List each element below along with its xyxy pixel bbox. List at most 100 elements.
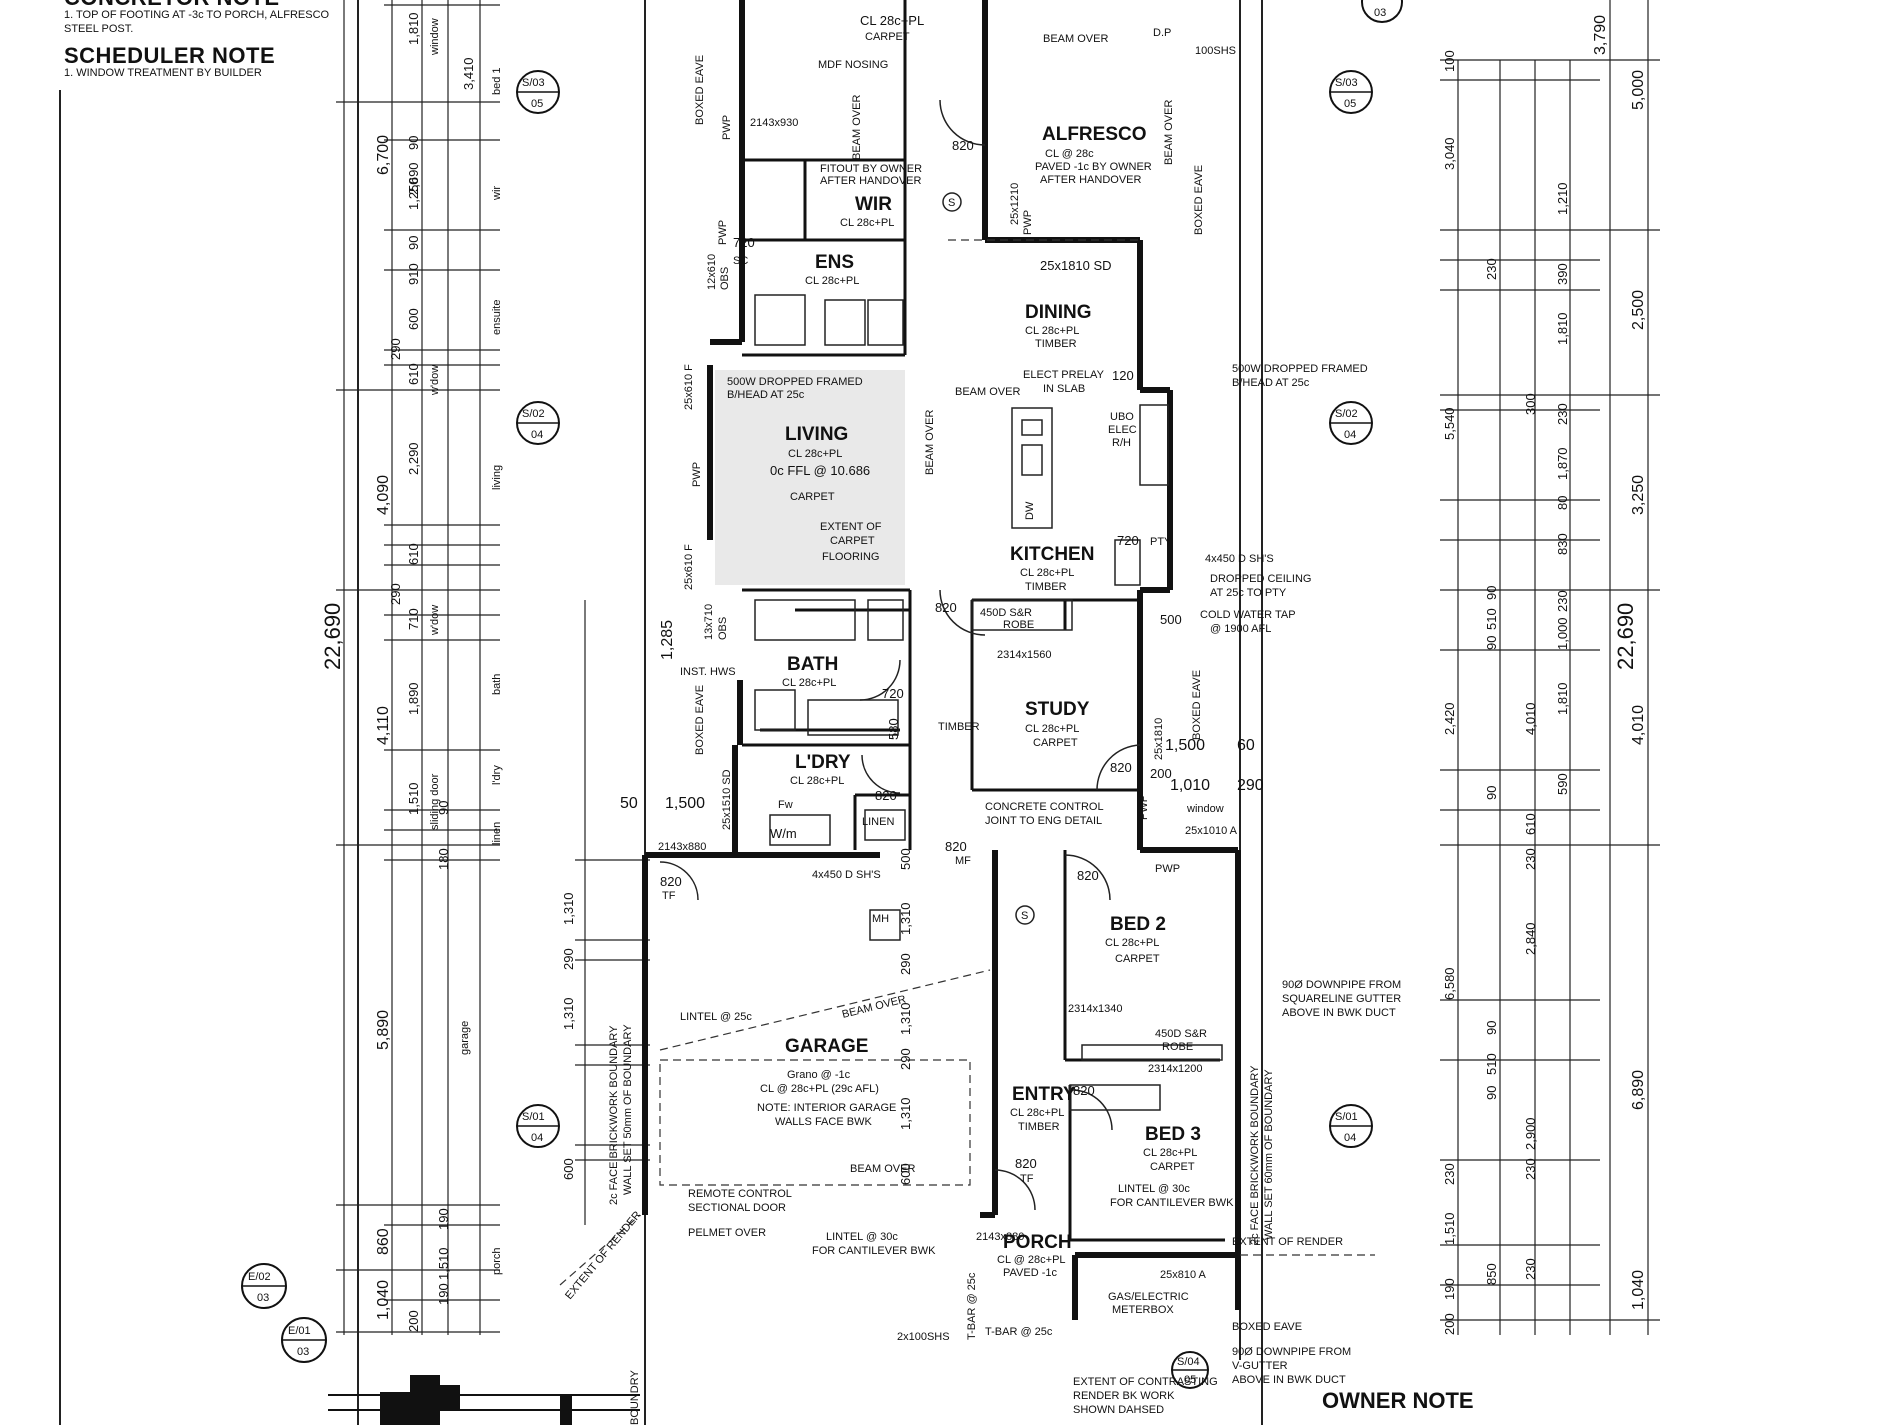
section-marker-bot: 03 <box>257 1292 269 1304</box>
section-marker: S/02 04 <box>516 401 560 445</box>
dim-lm: 1,810 <box>406 12 421 45</box>
wir-name: WIR <box>855 194 892 215</box>
dim-rm: 610 <box>1523 813 1538 835</box>
left-dimension-ticks <box>336 4 650 1333</box>
dim-rm: 2,900 <box>1523 1117 1538 1150</box>
bh-right-1: 500W DROPPED FRAMED <box>1232 363 1368 375</box>
mh-label: MH <box>872 913 889 925</box>
extent-carpet-2: CARPET <box>830 535 875 547</box>
dim-rm: 230 <box>1442 1163 1457 1185</box>
dim-lm: 610 <box>406 363 421 385</box>
dim-left-b: 4,090 <box>375 475 392 515</box>
dim-rm: 5,540 <box>1442 407 1457 440</box>
dim-plan: 200 <box>1150 766 1172 781</box>
living-ffl: 0c FFL @ 10.686 <box>770 463 870 478</box>
dim-rm: 100 <box>1442 50 1457 72</box>
door-720-ens: 720 <box>733 235 755 250</box>
beam-over-alfresco-v: BEAM OVER <box>1163 100 1175 165</box>
bed2-ceiling: CL 28c+PL <box>1105 937 1159 949</box>
section-marker-bot: 04 <box>531 1132 543 1144</box>
dim-rm: 1,210 <box>1555 182 1570 215</box>
dim-120: 120 <box>1112 368 1134 383</box>
door-820-bed3: 820 <box>1073 1083 1095 1098</box>
dim-rm: 80 <box>1555 496 1570 510</box>
dim-rm: 2,840 <box>1523 922 1538 955</box>
dim-right-b: 5,000 <box>1630 70 1647 110</box>
door-820-linen: 820 <box>875 788 897 803</box>
tf-porch: TF <box>1020 1173 1034 1185</box>
study-floor: CARPET <box>1033 737 1078 749</box>
dim-lm: 1,310 <box>561 997 576 1030</box>
dim-rm: 1,000 <box>1555 617 1570 650</box>
scheduler-note-title: SCHEDULER NOTE <box>64 43 276 68</box>
dim-gar: 290 <box>898 953 913 975</box>
bed2-floor: CARPET <box>1115 953 1160 965</box>
section-marker: S/04 05 <box>1171 1351 1209 1389</box>
rh-label: R/H <box>1112 437 1131 449</box>
dim-label-li: porch <box>491 1247 503 1275</box>
wir-window: 2143x930 <box>750 117 798 129</box>
dim-lm: 1,310 <box>561 892 576 925</box>
porch-window: 25x810 A <box>1160 1269 1207 1281</box>
control-joint-2: JOINT TO ENG DETAIL <box>985 815 1102 827</box>
beam-over-living: BEAM OVER <box>955 386 1020 398</box>
garage-ceiling: CL @ 28c+PL (29c AFL) <box>760 1083 879 1095</box>
alfresco-sd: 25x1810 SD <box>1040 258 1112 273</box>
dw-label: DW <box>1024 501 1036 520</box>
ens-ceiling: CL 28c+PL <box>805 275 859 287</box>
dim-rm: 230 <box>1484 258 1499 280</box>
right-dimension-lines <box>1457 0 1649 1335</box>
bh-right-2: B/HEAD AT 25c <box>1232 377 1310 389</box>
ens-window: 12x610 <box>706 254 718 290</box>
dim-rm: 850 <box>1484 1263 1499 1285</box>
wir-note1: FITOUT BY OWNER <box>820 163 922 175</box>
downpipe-b-3: ABOVE IN BWK DUCT <box>1232 1374 1346 1386</box>
wir-ceiling: CL 28c+PL <box>840 217 894 229</box>
section-marker-top: E/02 <box>248 1271 271 1283</box>
boundary-left-1: 2c FACE BRICKWORK BOUNDARY <box>608 1025 620 1205</box>
dim-580: 580 <box>886 718 901 740</box>
dim-gar: 600 <box>898 1163 913 1185</box>
pelmet-over: PELMET OVER <box>688 1227 766 1239</box>
dim-lm: 290 <box>561 948 576 970</box>
garage-door-size: 2143x880 <box>658 841 706 853</box>
section-marker: E/01 03 <box>281 1317 327 1363</box>
dim-rm: 830 <box>1555 533 1570 555</box>
boundry-label: BOUNDRY <box>629 1370 641 1425</box>
alfresco-note: AFTER HANDOVER <box>1040 174 1142 186</box>
bh-left-1: 500W DROPPED FRAMED <box>727 376 863 388</box>
left-dimension-lines <box>343 0 586 1335</box>
shs-kitchen: 4x450 D SH'S <box>1205 553 1274 565</box>
dim-label-li: bed 1 <box>491 67 503 95</box>
beam-over-alfresco: BEAM OVER <box>1043 33 1108 45</box>
dim-lm: 1,250 <box>406 177 421 210</box>
section-marker-bot: 05 <box>1184 1374 1196 1386</box>
beam-over-living-v: BEAM OVER <box>924 410 936 475</box>
robe-bed2-1: 450D S&R <box>1155 1028 1207 1040</box>
dim-label-li: linen <box>491 822 503 845</box>
dim-lm: 1,510 <box>406 782 421 815</box>
door-720-pty: 720 <box>1117 533 1139 548</box>
alfresco-floor: PAVED -1c BY OWNER <box>1035 161 1152 173</box>
section-marker-bot: 03 <box>297 1346 309 1358</box>
downpipe-1: 90Ø DOWNPIPE FROM <box>1282 979 1401 991</box>
contrast-render-3: SHOWN DAHSED <box>1073 1404 1164 1416</box>
dim-lm: 290 <box>388 583 403 605</box>
timber-hall: TIMBER <box>938 721 980 733</box>
overall-dimensions: 22,690 22,690 6,700 4,090 4,110 5,890 86… <box>320 15 1647 1320</box>
dim-rm: 1,510 <box>1442 1212 1457 1245</box>
section-marker-bot: 04 <box>531 429 543 441</box>
left-mid-dimensions: 1,810 3,410 90 2,690 1,250 90 910 600 29… <box>388 12 576 1332</box>
boundary-left-2: WALL SET 50mm OF BOUNDARY <box>622 1024 634 1195</box>
section-marker-bot: 04 <box>1344 1132 1356 1144</box>
internal-walls <box>742 0 1225 1242</box>
overall-right: 22,690 <box>1613 603 1638 670</box>
bath-ceiling: CL 28c+PL <box>782 677 836 689</box>
dim-right-g: 1,040 <box>1630 1270 1647 1310</box>
section-marker-top: S/01 <box>522 1111 545 1123</box>
elect-prelay-2: IN SLAB <box>1043 383 1085 395</box>
dim-rm: 510 <box>1484 1053 1499 1075</box>
section-marker: S/03 05 <box>1329 70 1373 114</box>
boxed-eave-bath: BOXED EAVE <box>694 685 706 755</box>
